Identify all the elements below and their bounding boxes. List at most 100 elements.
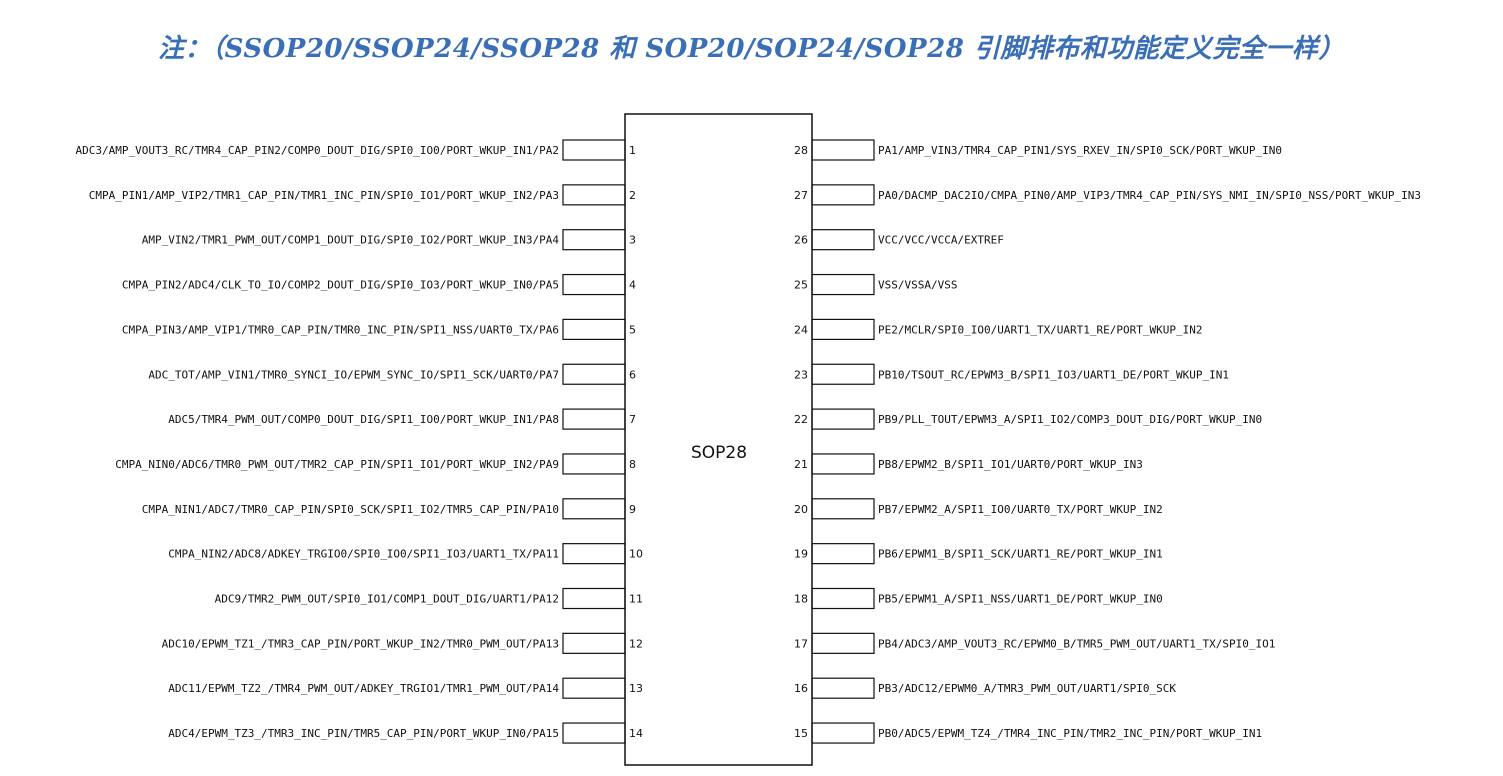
pin-lead	[811, 273, 875, 296]
pin-lead	[811, 229, 875, 251]
left-pin-13: ADC11/EPWM_TZ2_/TMR4_PWM_OUT/ADKEY_TRGIO…	[168, 677, 643, 699]
pin-lead	[562, 229, 626, 251]
pin-number: 14	[629, 727, 643, 740]
right-pin-27: PA0/DACMP_DAC2IO/CMPA_PIN0/AMP_VIP3/TMR4…	[794, 184, 1421, 206]
left-pin-10: CMPA_NIN2/ADC8/ADKEY_TRGIO0/SPI0_IO0/SPI…	[168, 543, 643, 565]
left-pin-group: ADC3/AMP_VOUT3_RC/TMR4_CAP_PIN2/COMP0_DO…	[76, 139, 643, 744]
pin-label: PB3/ADC12/EPWM0_A/TMR3_PWM_OUT/UART1/SPI…	[878, 682, 1176, 695]
pin-lead	[562, 453, 626, 475]
pin-label: VSS/VSSA/VSS	[878, 279, 957, 292]
pin-number: 23	[794, 368, 808, 381]
page-title: 注：（SSOP20/SSOP24/SSOP28 和 SOP20/SOP24/SO…	[158, 34, 1345, 64]
pin-lead	[811, 543, 875, 565]
pin-lead	[562, 363, 626, 385]
pin-lead	[562, 722, 626, 744]
pin-label: PB8/EPWM2_B/SPI1_IO1/UART0/PORT_WKUP_IN3	[878, 458, 1143, 471]
pin-number: 27	[794, 189, 808, 202]
pin-lead	[562, 587, 626, 610]
pin-label: ADC11/EPWM_TZ2_/TMR4_PWM_OUT/ADKEY_TRGIO…	[168, 682, 559, 695]
pin-label: PB10/TSOUT_RC/EPWM3_B/SPI1_IO3/UART1_DE/…	[878, 368, 1229, 381]
pin-label: PA0/DACMP_DAC2IO/CMPA_PIN0/AMP_VIP3/TMR4…	[878, 189, 1421, 202]
pin-label: PE2/MCLR/SPI0_IO0/UART1_TX/UART1_RE/PORT…	[878, 323, 1203, 336]
right-pin-19: PB6/EPWM1_B/SPI1_SCK/UART1_RE/PORT_WKUP_…	[794, 543, 1163, 565]
right-pin-18: PB5/EPWM1_A/SPI1_NSS/UART1_DE/PORT_WKUP_…	[794, 587, 1163, 610]
pin-lead	[811, 363, 875, 385]
left-pin-12: ADC10/EPWM_TZ1_/TMR3_CAP_PIN/PORT_WKUP_I…	[162, 632, 643, 654]
pin-lead	[811, 677, 875, 699]
pin-label: PB6/EPWM1_B/SPI1_SCK/UART1_RE/PORT_WKUP_…	[878, 548, 1163, 561]
pin-lead	[811, 498, 875, 520]
pin-label: ADC3/AMP_VOUT3_RC/TMR4_CAP_PIN2/COMP0_DO…	[76, 144, 559, 157]
pin-number: 21	[794, 458, 808, 471]
pin-label: ADC9/TMR2_PWM_OUT/SPI0_IO1/COMP1_DOUT_DI…	[215, 593, 559, 606]
pin-label: CMPA_NIN0/ADC6/TMR0_PWM_OUT/TMR2_CAP_PIN…	[115, 458, 559, 471]
pin-lead	[811, 184, 875, 206]
pin-number: 10	[629, 548, 643, 561]
pin-number: 28	[794, 144, 808, 157]
pin-label: ADC5/TMR4_PWM_OUT/COMP0_DOUT_DIG/SPI1_IO…	[168, 413, 559, 426]
right-pin-23: PB10/TSOUT_RC/EPWM3_B/SPI1_IO3/UART1_DE/…	[794, 363, 1229, 385]
right-pin-16: PB3/ADC12/EPWM0_A/TMR3_PWM_OUT/UART1/SPI…	[794, 677, 1176, 699]
pin-lead	[811, 453, 875, 475]
pin-lead	[562, 273, 626, 296]
left-pin-8: CMPA_NIN0/ADC6/TMR0_PWM_OUT/TMR2_CAP_PIN…	[115, 453, 636, 475]
pin-lead	[811, 632, 875, 654]
right-pin-21: PB8/EPWM2_B/SPI1_IO1/UART0/PORT_WKUP_IN3…	[794, 453, 1143, 475]
pin-number: 22	[794, 413, 808, 426]
pin-number: 25	[794, 279, 808, 292]
pin-label: CMPA_PIN2/ADC4/CLK_TO_IO/COMP2_DOUT_DIG/…	[122, 279, 559, 292]
pin-lead	[811, 318, 875, 340]
pin-label: PB0/ADC5/EPWM_TZ4_/TMR4_INC_PIN/TMR2_INC…	[878, 727, 1262, 740]
pin-number: 9	[629, 503, 636, 516]
left-pin-3: AMP_VIN2/TMR1_PWM_OUT/COMP1_DOUT_DIG/SPI…	[142, 229, 636, 251]
pin-label: CMPA_NIN1/ADC7/TMR0_CAP_PIN/SPI0_SCK/SPI…	[142, 503, 559, 516]
right-pin-25: VSS/VSSA/VSS 25	[794, 273, 957, 296]
right-pin-22: PB9/PLL_TOUT/EPWM3_A/SPI1_IO2/COMP3_DOUT…	[794, 408, 1262, 430]
pin-number: 5	[629, 323, 636, 336]
right-pin-26: VCC/VCC/VCCA/EXTREF 26	[794, 229, 1004, 251]
pin-lead	[562, 184, 626, 206]
pin-label: VCC/VCC/VCCA/EXTREF	[878, 234, 1004, 247]
right-pin-20: PB7/EPWM2_A/SPI1_IO0/UART0_TX/PORT_WKUP_…	[794, 498, 1163, 520]
pin-lead	[811, 408, 875, 430]
left-pin-1: ADC3/AMP_VOUT3_RC/TMR4_CAP_PIN2/COMP0_DO…	[76, 139, 636, 161]
pin-label: ADC_TOT/AMP_VIN1/TMR0_SYNCI_IO/EPWM_SYNC…	[148, 368, 559, 381]
right-pin-17: PB4/ADC3/AMP_VOUT3_RC/EPWM0_B/TMR5_PWM_O…	[794, 632, 1275, 654]
left-pin-2: CMPA_PIN1/AMP_VIP2/TMR1_CAP_PIN/TMR1_INC…	[89, 184, 636, 206]
pin-number: 12	[629, 637, 643, 650]
left-pin-7: ADC5/TMR4_PWM_OUT/COMP0_DOUT_DIG/SPI1_IO…	[168, 408, 636, 430]
pin-label: PB9/PLL_TOUT/EPWM3_A/SPI1_IO2/COMP3_DOUT…	[878, 413, 1262, 426]
right-pin-group: PA1/AMP_VIN3/TMR4_CAP_PIN1/SYS_RXEV_IN/S…	[794, 139, 1421, 744]
pin-label: PB5/EPWM1_A/SPI1_NSS/UART1_DE/PORT_WKUP_…	[878, 593, 1163, 606]
pin-number: 4	[629, 279, 636, 292]
left-pin-11: ADC9/TMR2_PWM_OUT/SPI0_IO1/COMP1_DOUT_DI…	[215, 587, 643, 610]
pin-label: PB4/ADC3/AMP_VOUT3_RC/EPWM0_B/TMR5_PWM_O…	[878, 637, 1275, 650]
pin-label: PA1/AMP_VIN3/TMR4_CAP_PIN1/SYS_RXEV_IN/S…	[878, 144, 1282, 157]
pin-number: 3	[629, 234, 636, 247]
pin-number: 7	[629, 413, 636, 426]
pin-label: CMPA_PIN3/AMP_VIP1/TMR0_CAP_PIN/TMR0_INC…	[122, 323, 559, 336]
right-pin-24: PE2/MCLR/SPI0_IO0/UART1_TX/UART1_RE/PORT…	[794, 318, 1203, 340]
pin-number: 24	[794, 323, 808, 336]
pin-number: 26	[794, 234, 808, 247]
pin-number: 15	[794, 727, 808, 740]
pin-lead	[811, 139, 875, 161]
pin-label: AMP_VIN2/TMR1_PWM_OUT/COMP1_DOUT_DIG/SPI…	[142, 234, 560, 247]
pin-lead	[562, 498, 626, 520]
left-pin-14: ADC4/EPWM_TZ3_/TMR3_INC_PIN/TMR5_CAP_PIN…	[168, 722, 643, 744]
right-pin-28: PA1/AMP_VIN3/TMR4_CAP_PIN1/SYS_RXEV_IN/S…	[794, 139, 1282, 161]
pin-number: 2	[629, 189, 636, 202]
pin-number: 11	[629, 593, 643, 606]
pin-number: 6	[629, 368, 636, 381]
pin-label: ADC10/EPWM_TZ1_/TMR3_CAP_PIN/PORT_WKUP_I…	[162, 637, 559, 650]
pin-lead	[562, 677, 626, 699]
pin-lead	[562, 408, 626, 430]
right-pin-15: PB0/ADC5/EPWM_TZ4_/TMR4_INC_PIN/TMR2_INC…	[794, 722, 1262, 744]
left-pin-5: CMPA_PIN3/AMP_VIP1/TMR0_CAP_PIN/TMR0_INC…	[122, 318, 636, 340]
pin-number: 1	[629, 144, 636, 157]
pin-number: 13	[629, 682, 643, 695]
pin-lead	[811, 587, 875, 610]
pin-label: CMPA_NIN2/ADC8/ADKEY_TRGIO0/SPI0_IO0/SPI…	[168, 548, 559, 561]
pin-label: PB7/EPWM2_A/SPI1_IO0/UART0_TX/PORT_WKUP_…	[878, 503, 1163, 516]
